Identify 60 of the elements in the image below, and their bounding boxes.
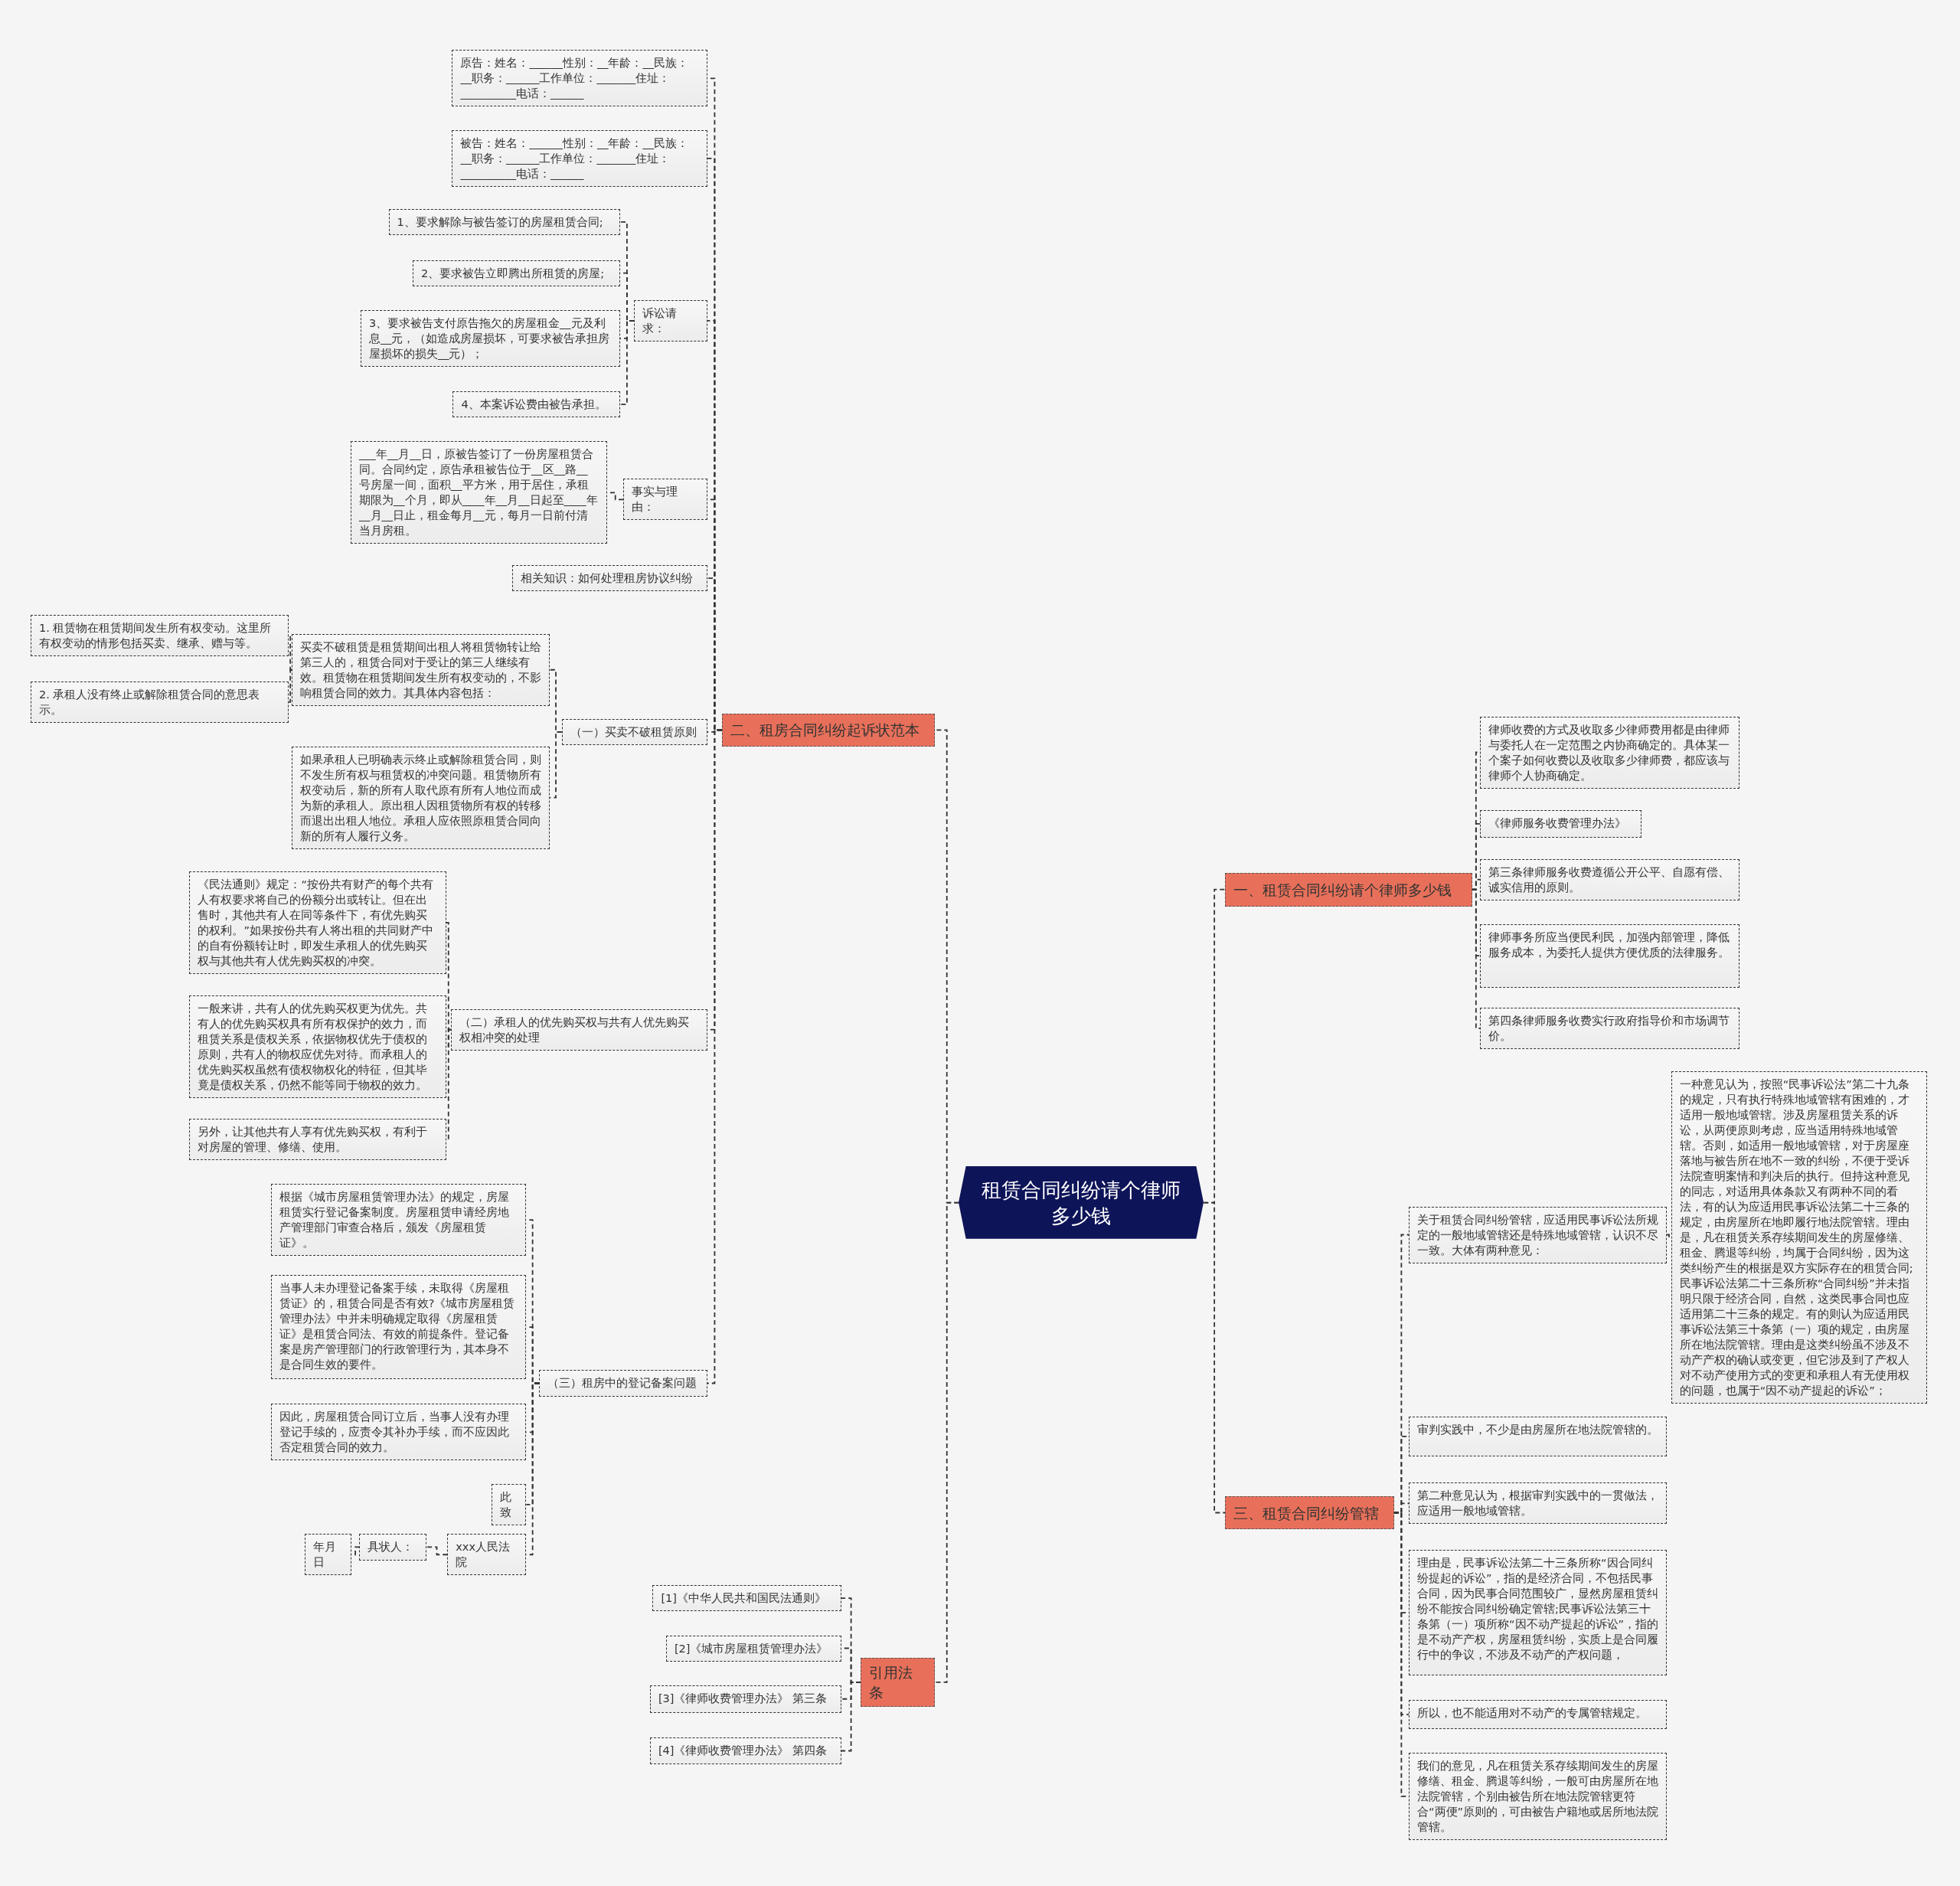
topic-box: ___年__月__日，原被告签订了一份房屋租赁合同。合同约定，原告承租被告位于__区__路__号房屋一间，面积__平方米，用于居住，承租期限为__个月，即从____年__月__日起至____年__月__日止，租金每月__元，每月一日前付清当月房租。 xyxy=(351,441,608,544)
topic-box: 3、要求被告支付原告拖欠的房屋租金__元及利息__元，（如造成房屋损坏，可要求被告承担房屋损坏的损失__元）； xyxy=(360,309,620,367)
topic-box: 《民法通则》规定：“按份共有财产的每个共有人有权要求将自己的份额分出或转让。但在出售时，其他共有人在同等条件下，有优先购买的权利。”如果按份共有人将出租的共同财产中的自有份额转让时，即发生承租人的优先购买权与其他共有人优先购买权的冲突。 xyxy=(189,871,446,974)
connector-line xyxy=(425,1546,449,1556)
topic-box: 第四条律师服务收费实行政府指导价和市场调节价。 xyxy=(1480,1007,1740,1049)
topic-box: 2、要求被告立即腾出所租赁的房屋; xyxy=(413,260,620,286)
topic-box: 关于租赁合同纠纷管辖，应适用民事诉讼法所规定的一般地域管辖还是特殊地域管辖，认识不尽一致。大体有两种意见： xyxy=(1409,1206,1668,1263)
topic-box: 因此，房屋租赁合同订立后，当事人没有办理登记手续的，应责令其补办手续，而不应因此否定租赁合同的效力。 xyxy=(270,1404,527,1461)
topic-box: 另外，让其他共有人享有优先购买权，有利于对房屋的管理、修缮、使用。 xyxy=(189,1119,446,1161)
topic-box: 一种意见认为，按照“民事诉讼法”第二十九条的规定，只有执行特殊地域管辖有困难的，才适用一般地域管辖。涉及房屋租赁关系的诉讼，从两便原则考虑，应当适用特殊地域管辖。否则，如适用一般地域管辖，对于房屋座落地与被告所在地不一致的纠纷，不便于受诉法院查明案情和判决后的执行。但持这种意见的同志，对适用具体条款又有两种不同的看法，有的认为应适用民事诉讼法第二十三条的规定，由房屋所在地即履行地法院管辖。理由是，凡在租赁关系存续期间发生的房屋修缮、租金、腾退等纠纷，均属于合同纠纷，因为这类纠纷产生的根据是双方实际存在的租赁合同;民事诉讼法第二十三条所称“合同纠纷”并未指明只限于经济合同，自然，这类民事合同也应适用第二十三条的规定。有的则认为应适用民事诉讼法第三十条第（一）项的规定，由房屋所在地法院管辖。理由是这类纠纷虽不涉及不动产产权的确认或变更，但它涉及到了产权人对不动产使用方式的变更和承租人有无使用权的问题，也属于“因不动产提起的诉讼”； xyxy=(1671,1071,1927,1404)
connector-line xyxy=(288,668,293,703)
topic-box: 相关知识：如何处理租房协议纠纷 xyxy=(512,564,708,592)
topic-box: 第三条律师服务收费遵循公开公平、自愿有偿、诚实信用的原则。 xyxy=(1480,858,1740,901)
topic-box: 2. 承租人没有终止或解除租赁合同的意思表示。 xyxy=(30,681,289,723)
connector-line xyxy=(619,319,635,406)
topic-box: 律师事务所应当便民利民，加强内部管理，降低服务成本，为委托人提供方便优质的法律服务。 xyxy=(1480,923,1740,988)
branch-topic: 引用法条 xyxy=(861,1657,936,1707)
topic-box: 第二种意见认为，根据审判实践中的一贯做法，应适用一般地域管辖。 xyxy=(1409,1482,1668,1525)
topic-box: 诉讼请求： xyxy=(634,299,708,342)
topic-box: 一般来讲，共有人的优先购买权更为优先。共有人的优先购买权具有所有权保护的效力，而租赁关系是债权关系，依据物权优先于债权的原则，共有人的物权应优先对待。而承租人的优先购买权虽然有债权物权化的特征，但其毕竟是债权关系，仍然不能等同于物权的效力。 xyxy=(189,995,446,1098)
central-topic: 租赁合同纠纷请个律师多少钱 xyxy=(959,1166,1204,1239)
topic-box: [4]《律师收费管理办法》 第四条 xyxy=(649,1737,841,1764)
branch-topic: 一、租赁合同纠纷请个律师多少钱 xyxy=(1225,872,1472,907)
topic-box: 1. 租赁物在租赁期间发生所有权变动。这里所有权变动的情形包括买卖、继承、赠与等。 xyxy=(30,615,289,657)
topic-box: [3]《律师收费管理办法》 第三条 xyxy=(649,1685,841,1713)
topic-box: 年月日 xyxy=(304,1534,351,1576)
topic-box: 律师收费的方式及收取多少律师费用都是由律师与委托人在一定范围之内协商确定的。具体某一个案子如何收费以及收取多少律师费，都应该与律师个人协商确定。 xyxy=(1480,716,1740,789)
topic-box: xxx人民法院 xyxy=(447,1534,527,1576)
topic-box: 买卖不破租赁是租赁期间出租人将租赁物转让给第三人的，租赁合同对于受让的第三人继续有效。租赁物在租赁期间发生所有权变动的，不影响租赁合同的效力。其具体内容包括： xyxy=(292,633,550,706)
connector-line xyxy=(445,922,452,1031)
topic-box: 《律师服务收费管理办法》 xyxy=(1480,809,1642,838)
topic-box: 此致 xyxy=(491,1483,527,1525)
connector-line xyxy=(288,635,293,671)
topic-box: 当事人未办理登记备案手续，未取得《房屋租赁证》的，租赁合同是否有效?《城市房屋租赁管理办法》中并未明确规定取得《房屋租赁证》是租赁合同法、有效的前提条件。登记备案是房产管理部门的行政管理行为，其本身不是合同生效的要件。 xyxy=(270,1275,527,1379)
branch-topic: 三、租赁合同纠纷管辖 xyxy=(1225,1496,1394,1529)
topic-box: [2]《城市房屋租赁管理办法》 xyxy=(665,1635,841,1662)
topic-box: 原告：姓名：______性别：__年龄：__民族：__职务：______工作单位：_______住址：__________电话：______ xyxy=(452,50,708,107)
connector-line xyxy=(549,731,563,799)
topic-box: 事实与理由： xyxy=(623,479,708,521)
connector-line xyxy=(1471,888,1481,1029)
connector-line xyxy=(1666,1234,1672,1239)
topic-box: 我们的意见，凡在租赁关系存续期间发生的房屋修缮、租金、腾退等纠纷，一般可由房屋所在地法院管辖，个别由被告所在地法院管辖更符合“两便”原则的，可由被告户籍地或居所地法院管辖。 xyxy=(1409,1752,1668,1840)
topic-box: 1、要求解除与被告签订的房屋租赁合同; xyxy=(388,208,620,235)
topic-box: 4、本案诉讼费由被告承担。 xyxy=(452,391,620,418)
connector-line xyxy=(934,1201,960,1683)
topic-box: （三）租房中的登记备案问题 xyxy=(538,1370,708,1397)
topic-box: 如果承租人已明确表示终止或解除租赁合同，则不发生所有权与租赁权的冲突问题。租赁物所有权变动后，新的所有人取代原有所有人地位而成为新的承租人。原出租人因租赁物所有权的转移而退出出租人地位。承租人应依照原租赁合同向新的所有人履行义务。 xyxy=(292,746,550,849)
branch-topic: 二、租房合同纠纷起诉状范本 xyxy=(721,714,936,747)
topic-box: 审判实践中，不少是由房屋所在地法院管辖的。 xyxy=(1409,1416,1668,1456)
topic-box: 理由是，民事诉讼法第二十三条所称“因合同纠纷提起的诉讼”，指的是经济合同，不包括民事合同，因为民事合同范围较广，显然房屋租赁纠纷不能按合同纠纷确定管辖;民事诉讼法第三十条第（一）项所称“因不动产提起的诉讼”，指的是不动产产权，房屋租赁纠纷，实质上是合同履行中的争议，不涉及不动产的产权问题， xyxy=(1409,1550,1668,1675)
topic-box: [1]《中华人民共和国民法通则》 xyxy=(652,1585,841,1612)
topic-box: 具状人： xyxy=(359,1534,426,1561)
topic-box: 所以，也不能适用对不动产的专属管辖规定。 xyxy=(1409,1700,1668,1729)
connector-line xyxy=(840,1682,862,1752)
connector-line xyxy=(707,729,723,1384)
topic-box: （二）承租人的优先购买权与共有人优先购买权相冲突的处理 xyxy=(450,1008,708,1051)
topic-box: （一）买卖不破租赁原则 xyxy=(561,718,708,746)
connector-line xyxy=(1203,1201,1226,1514)
topic-box: 根据《城市房屋租赁管理办法》的规定，房屋租赁实行登记备案制度。房屋租赁申请经房地产管理部门审查合格后，颁发《房屋租赁证》。 xyxy=(270,1184,527,1257)
topic-box: 被告：姓名：______性别：__年龄：__民族：__职务：______工作单位：_______住址：__________电话：______ xyxy=(452,129,708,187)
